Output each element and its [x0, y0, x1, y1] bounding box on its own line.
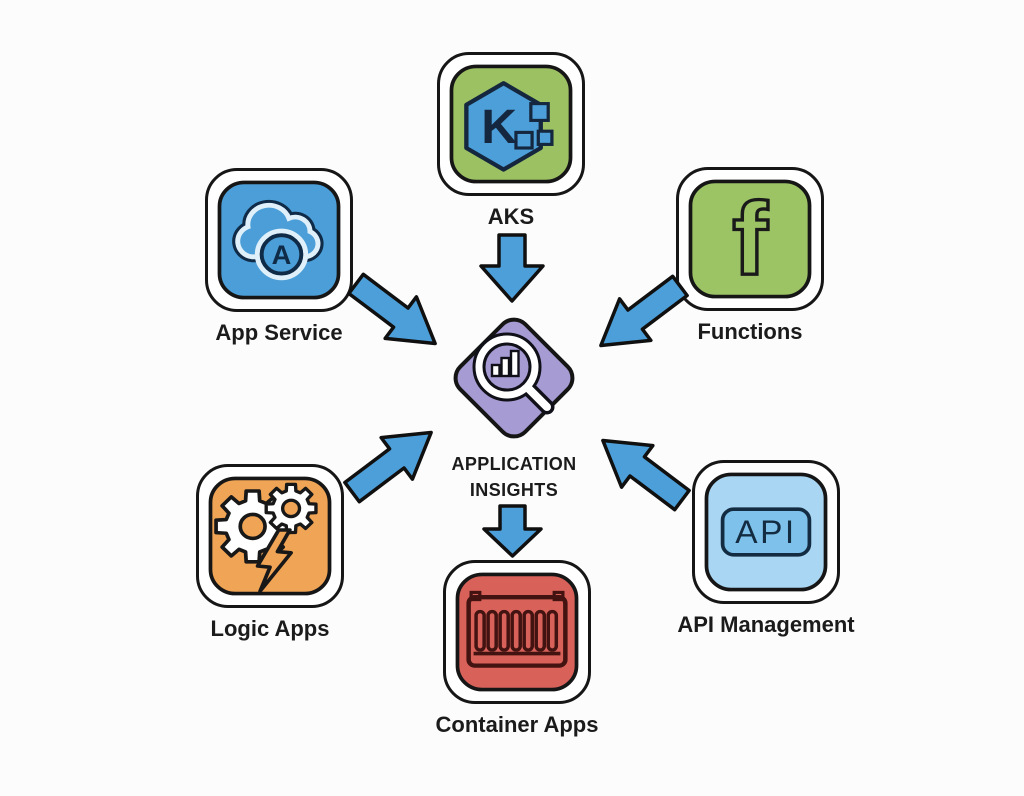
arrow-logic-apps-to-insights — [343, 430, 433, 504]
container-body — [466, 595, 568, 668]
aks-card: K — [437, 52, 585, 196]
function-f-icon: f — [688, 179, 812, 299]
kubernetes-hexagon-icon: K — [449, 64, 573, 184]
application-insights-label-line1: APPLICATION — [451, 454, 577, 474]
circle-gap — [254, 228, 309, 281]
logic-apps-card — [196, 464, 344, 608]
app-circle-letter: A — [272, 240, 292, 270]
arrow-app-service-to-insights — [347, 272, 437, 346]
application-insights-label: APPLICATION INSIGHTS — [374, 452, 654, 503]
gears-lightning-icon — [208, 476, 332, 596]
arrow-insights-to-container-apps — [482, 504, 543, 558]
functions-label: Functions — [697, 319, 803, 344]
arrow-aks-to-insights — [479, 233, 545, 303]
diamond-shape — [453, 317, 575, 439]
api-text: API — [735, 513, 796, 549]
container-ridges — [474, 609, 559, 652]
shipping-container-icon — [455, 572, 579, 692]
node-container-apps: Container Apps — [397, 560, 637, 738]
k8s-square-1 — [529, 102, 550, 122]
k8s-square-2 — [514, 130, 534, 150]
node-aks: K AKS — [391, 52, 631, 230]
container-apps-icon-bg — [455, 572, 579, 692]
container-apps-card — [443, 560, 591, 704]
aks-label: AKS — [487, 204, 535, 229]
api-box-icon: API — [704, 472, 828, 592]
api-management-card: API — [692, 460, 840, 604]
app-service-card: A — [205, 168, 353, 312]
functions-icon-bg — [688, 179, 812, 299]
functions-card: f — [676, 167, 824, 311]
lightning-bolt — [255, 528, 293, 593]
node-logic-apps: Logic Apps — [150, 464, 390, 642]
api-pill — [720, 507, 812, 557]
api-management-label: API Management — [677, 612, 855, 637]
logic-apps-label: Logic Apps — [210, 616, 330, 641]
app-service-label: App Service — [215, 320, 343, 345]
small-gear — [264, 482, 318, 535]
node-app-service: A App Service — [159, 168, 399, 346]
app-circle — [259, 233, 304, 276]
k8s-square-3 — [536, 129, 554, 146]
magnifier-bar-chart-icon — [472, 332, 555, 415]
function-f-glyph: f — [732, 181, 769, 296]
container-apps-label: Container Apps — [435, 712, 599, 737]
application-insights-label-line2: INSIGHTS — [469, 479, 559, 500]
arrow-api-management-to-insights — [601, 438, 691, 512]
hexagon-letter: K — [481, 101, 517, 154]
node-functions: f Functions — [630, 167, 870, 345]
node-api-management: API API Management — [646, 460, 886, 638]
application-insights-diamond — [453, 317, 575, 439]
cloud-app-icon: A — [217, 180, 341, 300]
arrow-functions-to-insights — [599, 274, 689, 348]
bar-chart-bars — [490, 349, 520, 378]
